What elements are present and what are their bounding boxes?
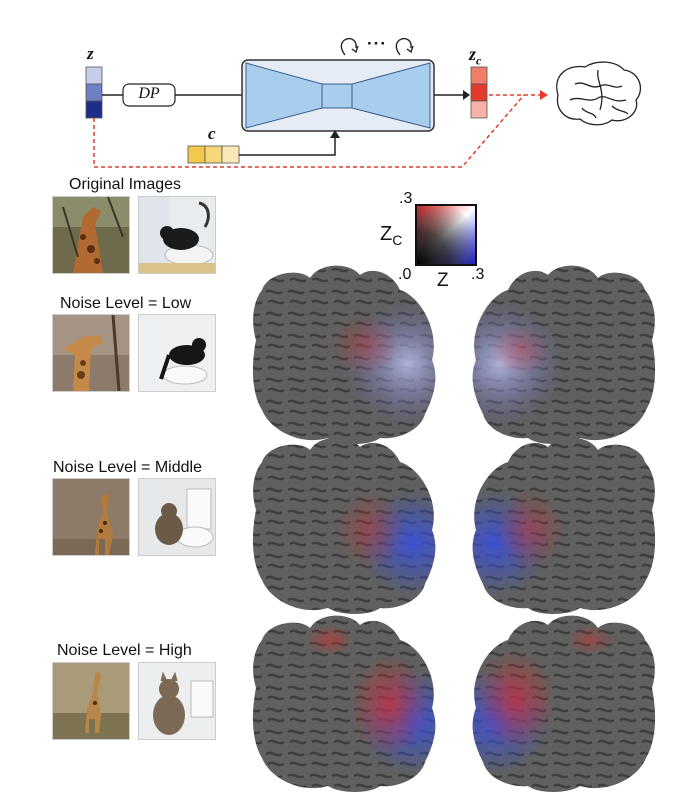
row-label-original: Original Images (69, 176, 182, 193)
z-label: z (87, 44, 94, 63)
giraffe-image-original (52, 196, 130, 274)
flatmap-row-low (252, 265, 656, 444)
c-label: c (208, 124, 216, 143)
giraffe-image-low (52, 314, 130, 392)
colorscale-y-top: .3 (399, 190, 413, 207)
colorscale-box (415, 204, 477, 266)
giraffe-image-high (52, 662, 130, 740)
c-vector (187, 145, 240, 164)
colorscale-y-label: ZC (380, 223, 403, 248)
cat-image-low (138, 314, 216, 392)
brain-icon (556, 61, 642, 126)
giraffe-image-middle (52, 478, 130, 556)
row-label-high: Noise Level = High (57, 642, 192, 659)
cat-image-high (138, 662, 216, 740)
flatmap-row-middle (252, 437, 656, 614)
cat-image-middle (138, 478, 216, 556)
pipeline-diagram (85, 38, 642, 168)
row-label-low: Noise Level = Low (60, 295, 192, 312)
cat-image-original (138, 196, 216, 274)
zc-vector (470, 66, 488, 119)
flatmap-row-high (252, 615, 656, 792)
colorscale-x-label: Z (437, 270, 449, 291)
colorscale-origin: .0 (398, 266, 412, 283)
dp-label: DP (138, 85, 160, 102)
zc-label: zc (469, 44, 482, 68)
network-box (241, 59, 435, 132)
row-label-middle: Noise Level = Middle (53, 459, 202, 476)
recurrent-arrows (340, 38, 414, 56)
z-vector (85, 66, 103, 119)
colorscale-x-right: .3 (471, 266, 485, 283)
loop-dots: ··· (367, 34, 387, 53)
